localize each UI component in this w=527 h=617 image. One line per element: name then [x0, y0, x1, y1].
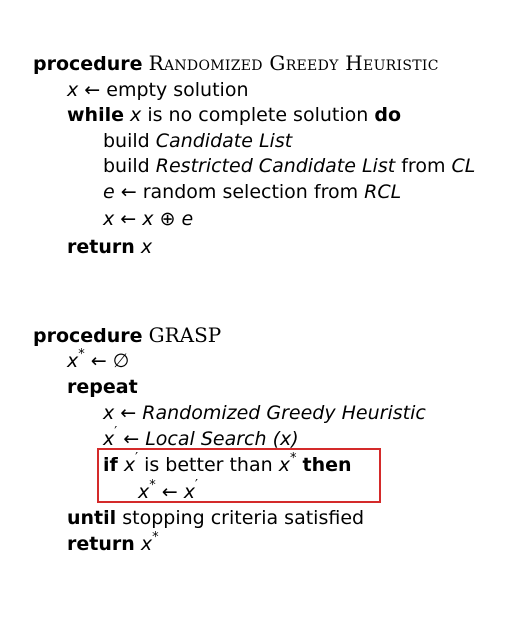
text-random-selection: random selection from: [142, 181, 359, 203]
assign-arrow: ←: [90, 350, 107, 372]
var-x: x: [142, 208, 154, 230]
var-x: x: [67, 79, 79, 101]
text-from: from: [401, 155, 446, 177]
var-e: e: [103, 181, 115, 203]
var-x: x: [140, 533, 153, 555]
assign-arrow: ←: [84, 79, 101, 101]
keyword-then: then: [302, 454, 352, 476]
star-superscript: *: [149, 477, 156, 493]
prime-superscript: ′: [195, 477, 198, 493]
assign-arrow: ←: [161, 481, 178, 503]
var-x: x: [103, 208, 115, 230]
line-return-grasp: return x*: [67, 529, 159, 555]
keyword-procedure: procedure: [33, 53, 143, 75]
text-restricted-candidate-list: Restricted Candidate List: [155, 155, 396, 177]
var-x: x: [183, 481, 196, 503]
text-build: build: [103, 155, 150, 177]
text-randomized-greedy-call: Randomized Greedy Heuristic: [142, 402, 426, 424]
line-local-search: x′ ← Local Search (x): [103, 424, 299, 450]
line-repeat: repeat: [67, 376, 138, 398]
text-empty-solution: empty solution: [106, 79, 249, 101]
text-cl: CL: [451, 155, 476, 177]
line-select-e: e ← random selection from RCL: [103, 181, 401, 203]
text-condition: is no complete solution: [147, 104, 369, 126]
line-until: until stopping criteria satisfied: [67, 507, 364, 529]
var-x: x: [130, 104, 142, 126]
prime-superscript: ′: [135, 450, 139, 466]
keyword-return: return: [67, 533, 135, 555]
line-construct: x ← Randomized Greedy Heuristic: [103, 402, 426, 424]
var-e: e: [181, 208, 194, 230]
assign-arrow: ←: [123, 428, 140, 450]
keyword-if: if: [103, 454, 118, 476]
paren-close: ): [291, 428, 299, 450]
keyword-repeat: repeat: [67, 376, 138, 398]
oplus-symbol: ⊕: [159, 208, 176, 230]
var-x: x: [140, 236, 153, 258]
keyword-do: do: [374, 104, 401, 126]
var-x: x: [280, 428, 292, 450]
line-init-x: x ← empty solution: [67, 79, 249, 101]
keyword-return: return: [67, 236, 135, 258]
procedure-title-grasp: GRASP: [148, 323, 222, 347]
line-build-cl: build Candidate List: [103, 130, 292, 152]
keyword-procedure: procedure: [33, 325, 143, 347]
procedure-title-greedy: Randomized Greedy Heuristic: [148, 51, 439, 75]
keyword-while: while: [67, 104, 124, 126]
var-x: x: [278, 454, 290, 476]
line-while: while x is no complete solution do: [67, 104, 401, 126]
star-superscript: *: [152, 529, 159, 545]
var-x: x: [103, 428, 115, 450]
line-if: if x′ is better than x* then: [103, 450, 352, 476]
var-x: x: [123, 454, 136, 476]
line-build-rcl: build Restricted Candidate List from CL: [103, 155, 475, 177]
assign-arrow: ←: [120, 402, 137, 424]
star-superscript: *: [78, 346, 85, 362]
line-return-greedy: return x: [67, 236, 152, 258]
empty-set-symbol: ∅: [112, 350, 130, 372]
line-init-xstar: x* ← ∅: [67, 346, 130, 372]
paren-open: (: [272, 428, 280, 450]
line-update-x: x ← x ⊕ e: [103, 208, 193, 230]
var-x: x: [103, 402, 115, 424]
assign-arrow: ←: [120, 208, 137, 230]
text-is-better-than: is better than: [144, 454, 273, 476]
var-x: x: [138, 481, 150, 503]
highlight-box: [97, 448, 381, 503]
prime-superscript: ′: [114, 424, 118, 440]
assign-arrow: ←: [120, 181, 137, 203]
text-local-search-call: Local Search: [145, 428, 267, 450]
procedure-header-grasp: procedure GRASP: [33, 324, 221, 347]
var-x: x: [67, 350, 79, 372]
text-rcl: RCL: [364, 181, 402, 203]
procedure-header-greedy: procedure Randomized Greedy Heuristic: [33, 52, 439, 75]
text-build: build: [103, 130, 150, 152]
line-update-best: x* ← x′: [138, 477, 198, 503]
keyword-until: until: [67, 507, 117, 529]
text-candidate-list: Candidate List: [155, 130, 293, 152]
text-stopping-criteria: stopping criteria satisfied: [122, 507, 365, 529]
star-superscript: *: [289, 450, 297, 466]
